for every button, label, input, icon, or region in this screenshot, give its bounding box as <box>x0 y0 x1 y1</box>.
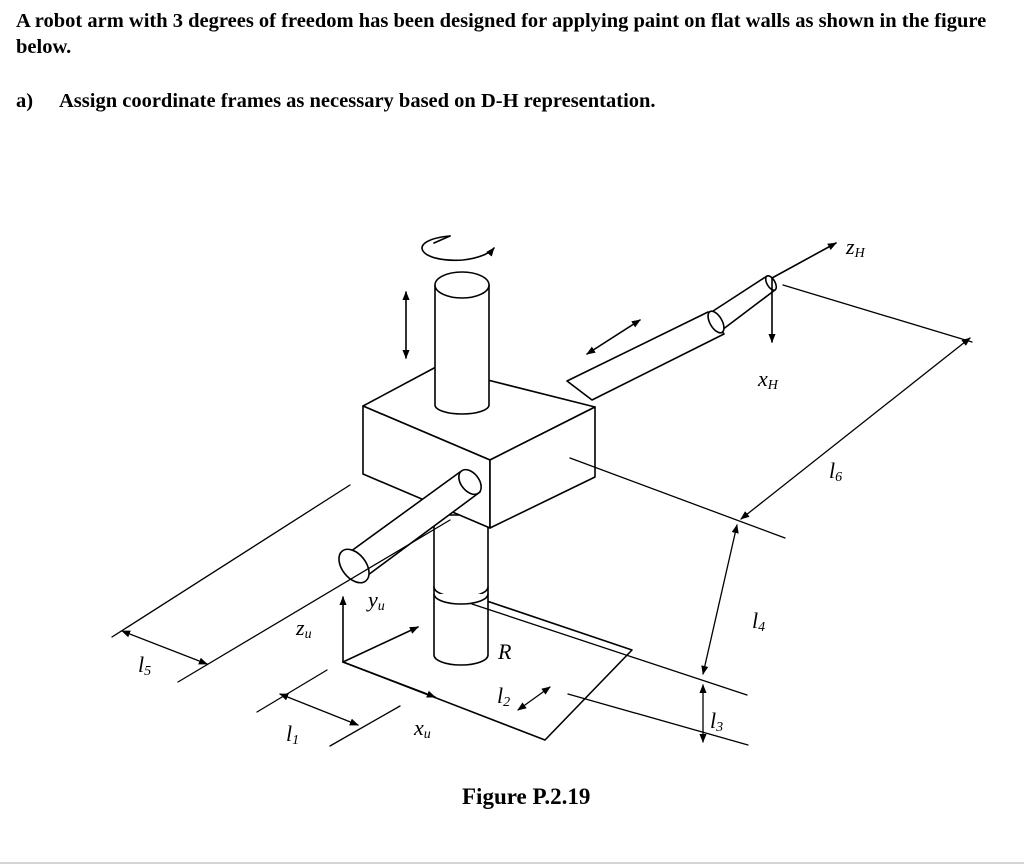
base-frame-axes <box>339 596 436 698</box>
label-z-u: zu <box>295 615 312 642</box>
label-x-u: xu <box>413 715 431 742</box>
question-intro-text: A robot arm with 3 degrees of freedom ha… <box>16 10 987 58</box>
figure-labels: zH xH yu zu xu R l1 l2 l3 l4 l5 l6 Figur… <box>138 234 866 809</box>
label-r: R <box>497 639 512 664</box>
label-x-h: xH <box>757 366 779 393</box>
question-intro: A robot arm with 3 degrees of freedom ha… <box>16 8 1006 60</box>
part-letter: a) <box>16 90 34 112</box>
horizontal-arm <box>566 274 778 401</box>
label-l1: l1 <box>286 721 299 748</box>
vertical-column-upper <box>434 271 490 415</box>
label-l6: l6 <box>829 458 842 485</box>
dimension-lines <box>111 284 973 747</box>
label-l5: l5 <box>138 652 151 679</box>
label-l3: l3 <box>710 708 723 735</box>
end-effector-frame-axes <box>768 242 837 343</box>
front-rod <box>338 468 482 584</box>
horizontal-motion-arrow <box>586 319 641 355</box>
label-y-u: yu <box>366 587 385 614</box>
part-text: Assign coordinate frames as necessary ba… <box>59 90 656 112</box>
label-z-h: zH <box>845 234 866 261</box>
floor-plane <box>342 596 633 741</box>
label-l2: l2 <box>497 683 510 710</box>
vertical-column-lower <box>433 514 489 666</box>
question-part-a: a) Assign coordinate frames as necessary … <box>16 88 656 114</box>
page-bottom-divider <box>0 862 1024 864</box>
label-l4: l4 <box>752 608 765 635</box>
rotation-arrow <box>421 235 495 262</box>
figure-caption: Figure P.2.19 <box>462 784 590 809</box>
